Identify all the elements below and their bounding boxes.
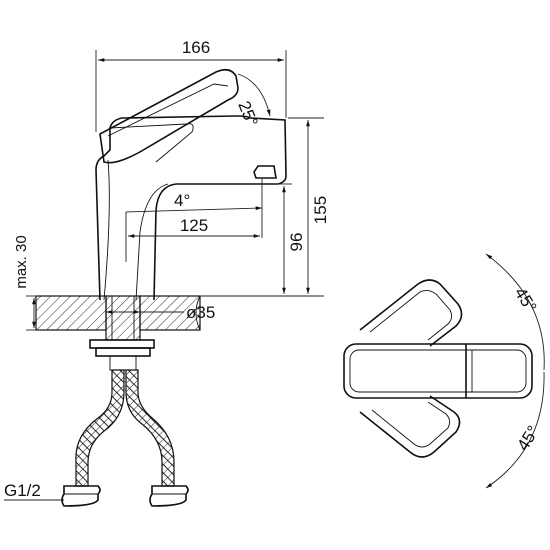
label-rotation-back: 45°	[511, 284, 541, 316]
deck-right	[139, 295, 201, 331]
lever-inner	[107, 83, 229, 137]
dim-line-4deg	[125, 206, 263, 213]
hose-nut-right	[149, 485, 189, 507]
top-lever-rotated-front-inner	[371, 401, 451, 448]
top-lever-rotated-back-inner	[369, 289, 453, 341]
label-spout-reach: 125	[180, 216, 208, 235]
top-lever-rotated-back	[359, 279, 463, 347]
label-width-total: 166	[182, 38, 210, 57]
mount-stud	[109, 355, 137, 371]
deck-break-right	[195, 295, 201, 331]
side-view	[35, 68, 287, 507]
mount-shank	[105, 295, 141, 341]
label-rotation-front: 45°	[513, 422, 543, 454]
hose-nut-left	[61, 485, 101, 507]
mount-washer	[95, 347, 151, 357]
label-height-total: 155	[311, 196, 330, 224]
mount-nut	[89, 339, 155, 349]
lever-handle	[99, 68, 239, 164]
label-spout-tilt: 4°	[174, 191, 190, 210]
deck-left	[35, 295, 107, 331]
body-front-edge	[103, 159, 110, 301]
spout-inner-line	[135, 183, 169, 301]
label-lever-angle: 25°	[234, 98, 261, 129]
arc-rotation-front	[485, 371, 545, 489]
hose-right	[125, 369, 175, 487]
lever-base	[109, 123, 194, 163]
top-body-outline	[343, 343, 533, 399]
hose-left	[75, 369, 125, 487]
label-hole-diameter: ø35	[186, 303, 215, 322]
dim-arc-25	[237, 73, 271, 117]
arc-rotation-back	[485, 253, 545, 371]
label-max-deck: max. 30	[13, 235, 30, 288]
aerator	[253, 165, 277, 179]
side-view-dimensions: 166 25° 155 96 4° 125 max. 30 ø35 G1/2	[4, 38, 330, 501]
top-lever-rotated-front	[359, 395, 461, 458]
top-view: 45° 45°	[343, 253, 545, 489]
label-thread: G1/2	[4, 481, 41, 500]
top-body-inner	[349, 349, 527, 393]
label-spout-height: 96	[287, 233, 306, 252]
